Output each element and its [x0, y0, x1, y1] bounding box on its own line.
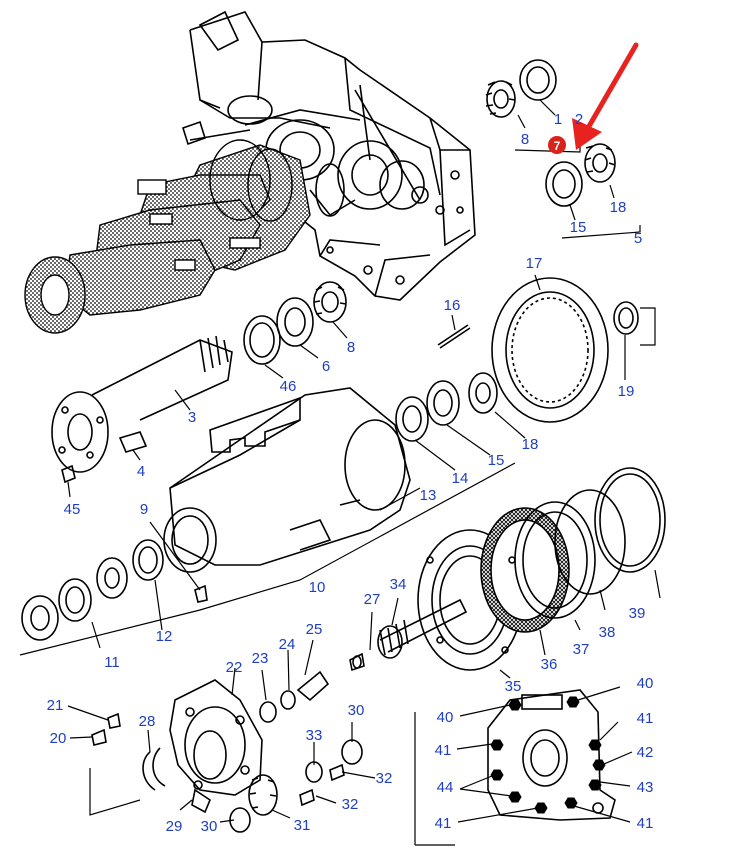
callout-label: 19: [618, 383, 635, 400]
callout-label: 25: [306, 621, 323, 638]
callout-label: 1: [554, 111, 562, 128]
bearing-6: [276, 297, 314, 347]
callout-label: 16: [444, 297, 461, 314]
snap-ring-19: [613, 301, 639, 335]
callout-label: 40: [637, 675, 654, 692]
callout-label: 3: [188, 409, 196, 426]
brake-plate-detail: [487, 689, 616, 821]
callout-label: 37: [573, 641, 590, 658]
leader-lines: [19, 99, 661, 846]
bearing-set-top-right: [485, 59, 616, 207]
callout-label: 20: [50, 730, 67, 747]
callout-label: 27: [364, 591, 381, 608]
callout-label: 15: [570, 219, 587, 236]
callout-label: 24: [279, 636, 296, 653]
callout-label: 8: [521, 131, 529, 148]
callout-label: 46: [280, 378, 297, 395]
pin-16: [437, 324, 471, 349]
callout-label: 41: [637, 710, 654, 727]
callout-label: 30: [348, 702, 365, 719]
callout-label: 43: [637, 779, 654, 796]
callout-label: 42: [637, 744, 654, 761]
callout-label: 23: [252, 650, 269, 667]
callout-label: 8: [347, 339, 355, 356]
callout-label: 32: [342, 796, 359, 813]
ring-gear-17: [491, 277, 609, 423]
callout-label: 14: [452, 470, 469, 487]
cover-assembly-22: [91, 670, 363, 833]
callout-label: 5: [634, 230, 642, 247]
callout-label: 15: [488, 452, 505, 469]
bolt-heads-41: [490, 696, 606, 814]
callout-label: 18: [610, 199, 627, 216]
callout-label: 41: [435, 742, 452, 759]
callout-label: 13: [420, 487, 437, 504]
callout-label: 22: [226, 659, 243, 676]
callout-label: 6: [322, 358, 330, 375]
callout-label: 9: [140, 501, 148, 518]
callout-label: 28: [139, 713, 156, 730]
callout-label: 29: [166, 818, 183, 835]
callout-label: 34: [390, 576, 407, 593]
callout-label: 39: [629, 605, 646, 622]
callout-label: 33: [306, 727, 323, 744]
planetary-assembly: [417, 467, 666, 671]
callout-label: 11: [104, 654, 120, 671]
gear-8: [313, 281, 347, 323]
bearings-14-15-18: [395, 372, 498, 442]
shaft-gear-cluster-drawing: [24, 139, 311, 334]
marker-7-label: 7: [554, 139, 561, 153]
callout-labels: 1 2 8 15 18 5 17 16 19 6 8 46 3 4 45 18 …: [47, 111, 654, 835]
callout-label: 17: [526, 255, 543, 272]
bearings-9-12-11: [21, 539, 164, 641]
callout-label: 2: [575, 111, 583, 128]
callout-label: 4: [137, 463, 145, 480]
callout-label: 31: [294, 817, 311, 834]
callout-label: 38: [599, 624, 616, 641]
final-drive-housing-10: [163, 387, 411, 603]
callout-label: 32: [376, 770, 393, 787]
callout-label: 35: [505, 678, 522, 695]
callout-label: 41: [637, 815, 654, 832]
callout-label: 12: [156, 628, 173, 645]
callout-label: 36: [541, 656, 558, 673]
callout-label: 40: [437, 709, 454, 726]
marker-7: 7: [548, 136, 566, 154]
callout-label: 21: [47, 697, 64, 714]
axle-shaft-3: [51, 335, 233, 484]
callout-label: 30: [201, 818, 218, 835]
red-arrow: [572, 42, 639, 150]
callout-label: 41: [435, 815, 452, 832]
callout-label: 44: [437, 779, 454, 796]
callout-label: 18: [522, 436, 539, 453]
callout-label: 45: [64, 501, 81, 518]
callout-label: 10: [309, 579, 326, 596]
pinion-shaft-34: [349, 598, 468, 672]
seal-46: [243, 315, 281, 365]
